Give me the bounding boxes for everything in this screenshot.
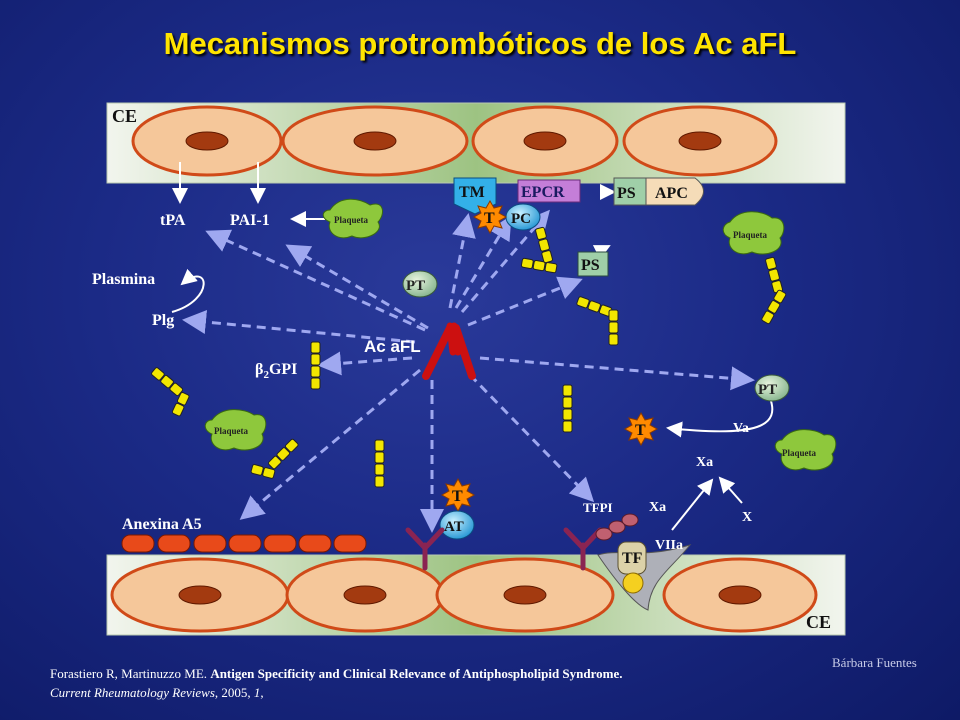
antibody-arrows	[182, 209, 755, 533]
platelet-1	[322, 198, 383, 239]
epcr-label: EPCR	[521, 184, 565, 201]
pc-label: PC	[511, 211, 531, 227]
tfpi-chain	[595, 513, 639, 541]
reference-authors: Forastiero R, Martinuzzo ME.	[50, 666, 208, 681]
receptor-icon-1	[405, 527, 445, 571]
prothrombin-ball-2	[754, 374, 790, 402]
platelet-label-3: Plaqueta	[214, 426, 249, 436]
b2gpi-rest: GPI	[269, 361, 297, 378]
va-label: Va	[733, 421, 749, 436]
thrombin-top-label: T	[484, 210, 495, 227]
anexina-label: Anexina A5	[122, 516, 202, 533]
platelet-3	[204, 409, 267, 451]
author-credit: Bárbara Fuentes	[832, 655, 917, 670]
tfpi-label: TFPI	[583, 500, 613, 515]
at-ball	[439, 510, 475, 540]
ps-box	[577, 251, 609, 277]
thrombin-bottom-label: T	[452, 488, 463, 505]
reference-volume: 1	[253, 685, 261, 700]
b2gpi-beta: β	[255, 361, 263, 378]
reference-journal: Current Rheumatology Reviews	[50, 685, 215, 700]
endothelium-bottom	[106, 554, 846, 636]
xa-label-1: Xa	[649, 500, 666, 515]
pai1-label: PAI-1	[230, 212, 270, 229]
viia-label: VIIa	[655, 538, 683, 553]
platelet-4	[774, 429, 837, 471]
platelet-label-2: Plaqueta	[733, 230, 768, 240]
ps-label: PS	[581, 257, 600, 274]
reference-article: Antigen Specificity and Clinical Relevan…	[210, 666, 623, 681]
antibody-icon	[422, 322, 476, 380]
tpa-label: tPA	[160, 212, 186, 229]
xa-label-2: Xa	[696, 455, 713, 470]
reference-details: , 2005,	[214, 685, 251, 700]
pt-label-1: PT	[406, 278, 425, 294]
ce-bottom-label: CE	[806, 612, 831, 632]
b2gpi-sub: 2	[263, 369, 269, 381]
reference-end: ,	[260, 685, 264, 700]
prothrombin-ball-1	[402, 270, 438, 298]
platelet-label-1: Plaqueta	[334, 215, 369, 225]
reference: Forastiero R, Martinuzzo ME. Antigen Spe…	[50, 664, 810, 702]
b2gpi-molecules	[151, 226, 787, 488]
thrombin-star-top	[472, 199, 508, 235]
plg-label: Plg	[152, 312, 174, 329]
platelet-label-4: Plaqueta	[782, 448, 817, 458]
x-label: X	[742, 510, 752, 525]
platelet-2	[722, 211, 785, 255]
tm-label: TM	[459, 184, 485, 201]
epcr-box	[517, 179, 581, 203]
apc-label: APC	[655, 185, 688, 202]
thrombin-right-label: T	[635, 422, 646, 439]
page-title: Mecanismos protrombóticos de los Ac aFL	[163, 26, 797, 61]
viia-ball	[622, 572, 644, 594]
at-label: AT	[444, 519, 464, 535]
annexin-a5-row	[121, 534, 367, 553]
tf-label: TF	[622, 550, 643, 567]
ps-apc-label: PS	[617, 185, 636, 202]
endothelium-top	[106, 102, 846, 184]
thrombin-star-right	[623, 411, 659, 447]
pt-label-2: PT	[758, 382, 777, 398]
b2gpi-label: β2GPI	[255, 361, 297, 381]
ps-apc-box	[613, 177, 647, 206]
plasmina-label: Plasmina	[92, 271, 155, 288]
ac-afl-label: Ac aFL	[364, 337, 421, 356]
ce-top-label: CE	[112, 106, 137, 126]
